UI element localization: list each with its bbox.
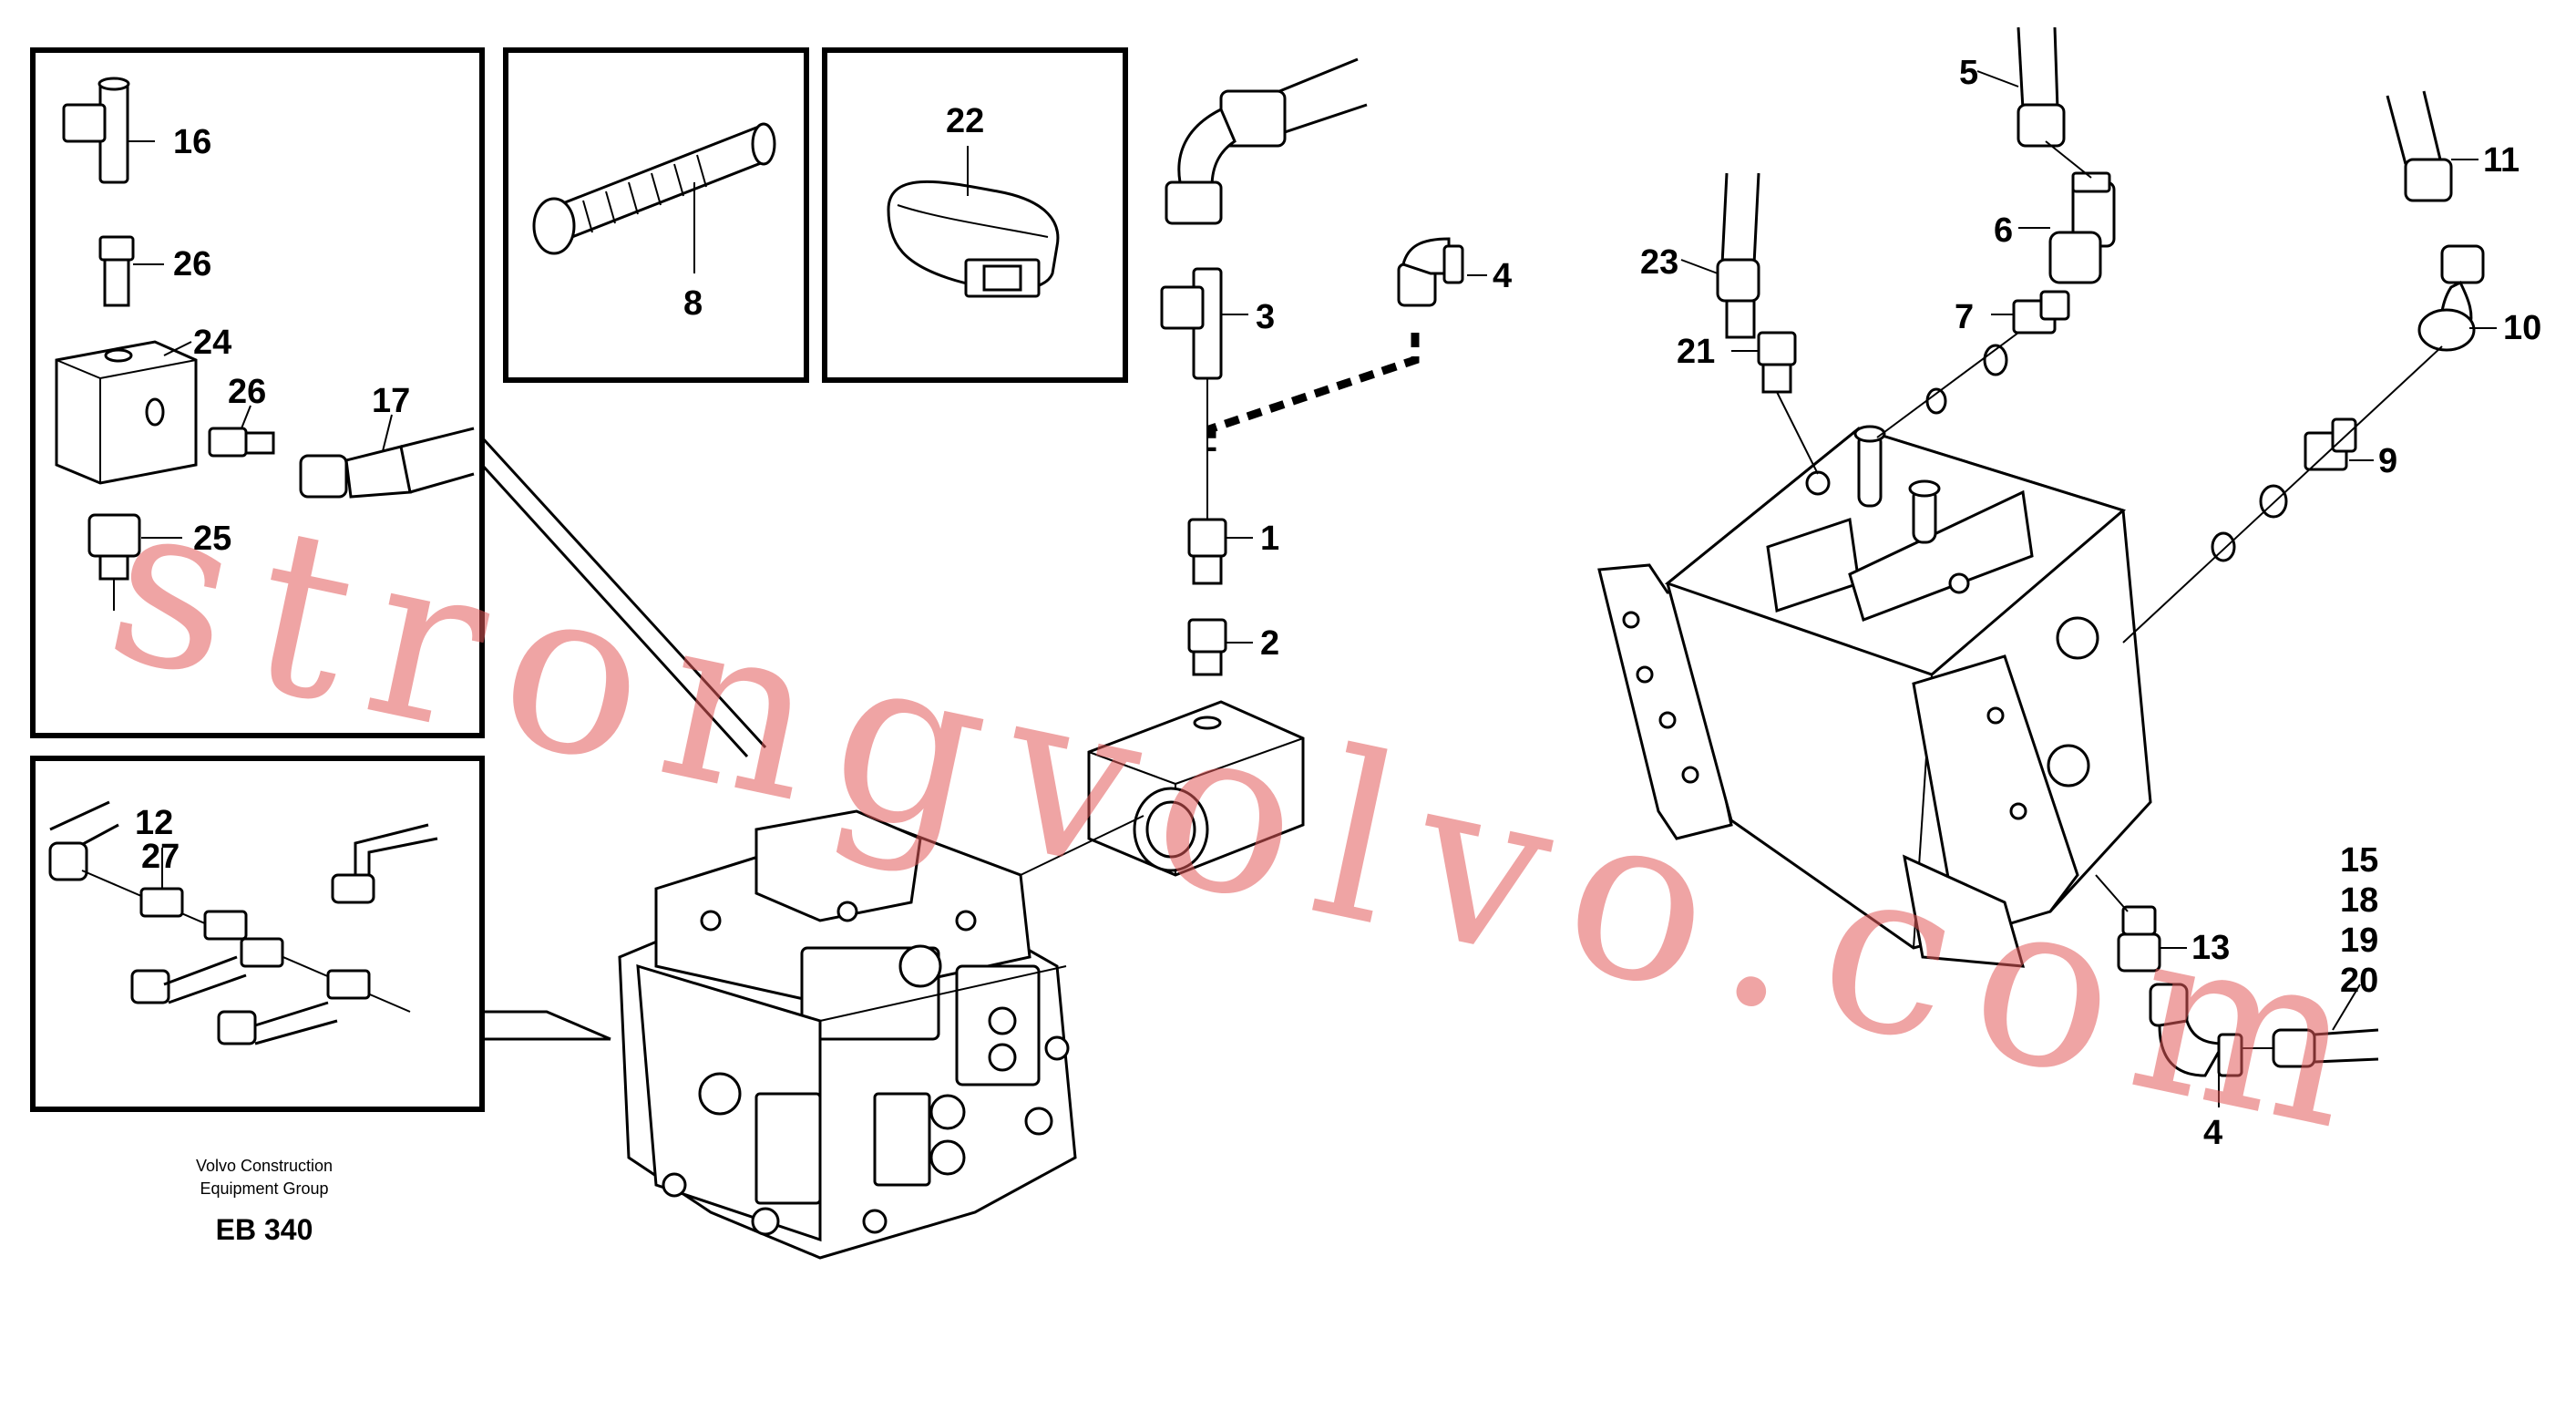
callout-5: 5 (1959, 54, 1978, 92)
nipple-13 (2117, 905, 2161, 973)
callout-13: 13 (2191, 929, 2230, 967)
hose-elbow-top (1165, 57, 1368, 225)
inset-box-tee-assembly (30, 756, 485, 1112)
callout-7: 7 (1955, 298, 1974, 336)
callout-24: 24 (193, 324, 231, 362)
callout-20: 20 (2340, 962, 2378, 1000)
company-name-line2: Equipment Group (200, 1179, 328, 1198)
hose-5 (2017, 26, 2066, 148)
callout-27: 27 (141, 838, 180, 876)
flange-block (1087, 700, 1305, 877)
company-name-line1: Volvo Construction (196, 1157, 333, 1175)
elbow-4-top (1397, 237, 1464, 307)
callout-19: 19 (2340, 922, 2378, 960)
inset-pointer-line (482, 1010, 611, 1041)
tee-3 (1160, 267, 1223, 380)
inset-pointer-line (480, 1003, 611, 1041)
callout-26-upper: 26 (173, 245, 211, 283)
main-control-valve (618, 809, 1077, 1260)
nipple-7 (2012, 290, 2070, 335)
callout-23: 23 (1640, 243, 1678, 282)
callout-17: 17 (372, 382, 410, 420)
block-24 (55, 340, 198, 485)
hose-15-20 (2272, 1028, 2379, 1068)
callout-2: 2 (1260, 624, 1279, 663)
right-valve-block (1597, 425, 2152, 968)
hose-clamp-22 (887, 180, 1060, 298)
callout-18: 18 (2340, 881, 2378, 920)
callout-21: 21 (1677, 333, 1715, 371)
callout-8: 8 (683, 284, 703, 323)
callout-25: 25 (193, 520, 231, 558)
hose-17 (299, 427, 475, 499)
tee-fitting-16 (62, 77, 130, 184)
nut-2 (1187, 618, 1227, 676)
inset-pointer-line (480, 436, 767, 749)
callout-22: 22 (946, 102, 984, 140)
dashed-connection (1207, 333, 1420, 451)
inset-pointer-line (480, 463, 749, 758)
callout-26-side: 26 (228, 373, 266, 411)
callout-3: 3 (1256, 298, 1275, 336)
hose-23 (1716, 172, 1760, 339)
elbow-4-bottom (2149, 983, 2243, 1077)
tee-assembly-27 (48, 800, 438, 1045)
nipple-21 (1757, 331, 1797, 394)
callout-16: 16 (173, 123, 211, 161)
nut-25 (87, 513, 141, 581)
callout-12: 12 (135, 804, 173, 842)
diagram-code: EB 340 (216, 1213, 313, 1246)
callout-6: 6 (1994, 211, 2013, 250)
callout-9: 9 (2378, 442, 2397, 480)
nipple-26-upper (98, 235, 135, 307)
nipple-1 (1187, 518, 1227, 585)
nipple-26-side (208, 427, 275, 458)
callout-1: 1 (1260, 520, 1279, 558)
callout-4-top: 4 (1493, 257, 1512, 295)
nipple-9 (2304, 417, 2357, 471)
elbow-10 (2417, 244, 2485, 352)
callout-11: 11 (2483, 141, 2520, 180)
callout-4-bottom: 4 (2203, 1114, 2222, 1152)
hose-sleeve-8 (532, 122, 776, 255)
hose-11 (2386, 90, 2453, 202)
callout-15: 15 (2340, 841, 2378, 880)
callout-10: 10 (2503, 309, 2541, 347)
elbow-6 (2048, 171, 2116, 284)
